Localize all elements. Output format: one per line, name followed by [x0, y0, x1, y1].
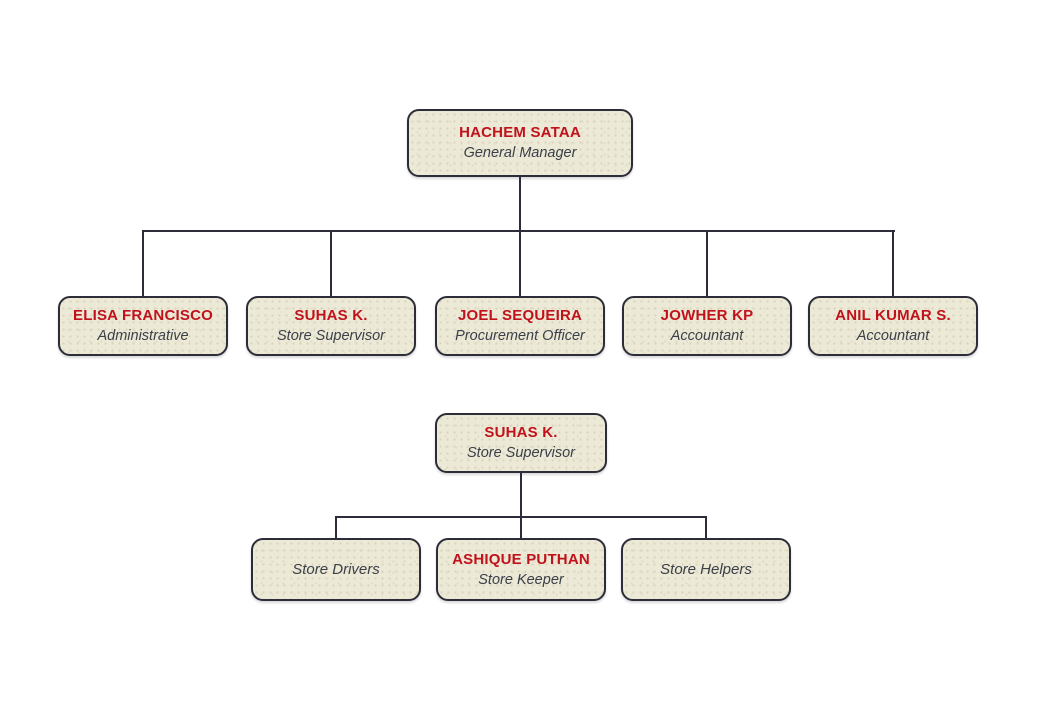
connector-child-drop	[520, 516, 522, 538]
node-name: JOEL SEQUEIRA	[457, 307, 583, 325]
node-title: Store Supervisor	[467, 445, 575, 462]
node-title: Store Helpers	[660, 561, 752, 578]
org-node-accountant-2: ANIL KUMAR S. Accountant	[808, 296, 978, 356]
connector-child-drop	[519, 230, 521, 296]
node-title: Store Supervisor	[277, 328, 385, 345]
node-title: Accountant	[670, 328, 744, 345]
node-name: SUHAS K.	[484, 424, 558, 442]
node-name: JOWHER KP	[660, 307, 754, 325]
connector-child-drop	[335, 516, 337, 538]
org-node-accountant-1: JOWHER KP Accountant	[622, 296, 792, 356]
connector-child-drop	[892, 230, 894, 296]
connector-child-drop	[142, 230, 144, 296]
node-name: SUHAS K.	[294, 307, 368, 325]
org-node-store-drivers: Store Drivers	[251, 538, 421, 601]
node-name: ELISA FRANCISCO	[73, 307, 213, 325]
connector-bus	[142, 230, 895, 232]
connector-child-drop	[706, 230, 708, 296]
connector-root-drop	[519, 177, 521, 231]
org-node-general-manager: HACHEM SATAA General Manager	[407, 109, 633, 177]
org-node-store-supervisor-root: SUHAS K. Store Supervisor	[435, 413, 607, 473]
node-title: Store Keeper	[478, 571, 564, 588]
node-title: Administrative	[97, 328, 189, 345]
org-node-store-supervisor: SUHAS K. Store Supervisor	[246, 296, 416, 356]
connector-root-drop	[520, 473, 522, 518]
connector-child-drop	[705, 516, 707, 538]
node-title: General Manager	[463, 145, 577, 162]
node-title: Procurement Officer	[455, 328, 585, 345]
connector-child-drop	[330, 230, 332, 296]
node-name: ASHIQUE PUTHAN	[452, 550, 590, 568]
node-name: ANIL KUMAR S.	[835, 307, 951, 325]
org-node-administrative: ELISA FRANCISCO Administrative	[58, 296, 228, 356]
org-node-procurement-officer: JOEL SEQUEIRA Procurement Officer	[435, 296, 605, 356]
node-title: Store Drivers	[292, 561, 380, 578]
node-name: HACHEM SATAA	[459, 124, 581, 142]
node-title: Accountant	[856, 328, 930, 345]
org-node-store-keeper: ASHIQUE PUTHAN Store Keeper	[436, 538, 606, 601]
org-node-store-helpers: Store Helpers	[621, 538, 791, 601]
